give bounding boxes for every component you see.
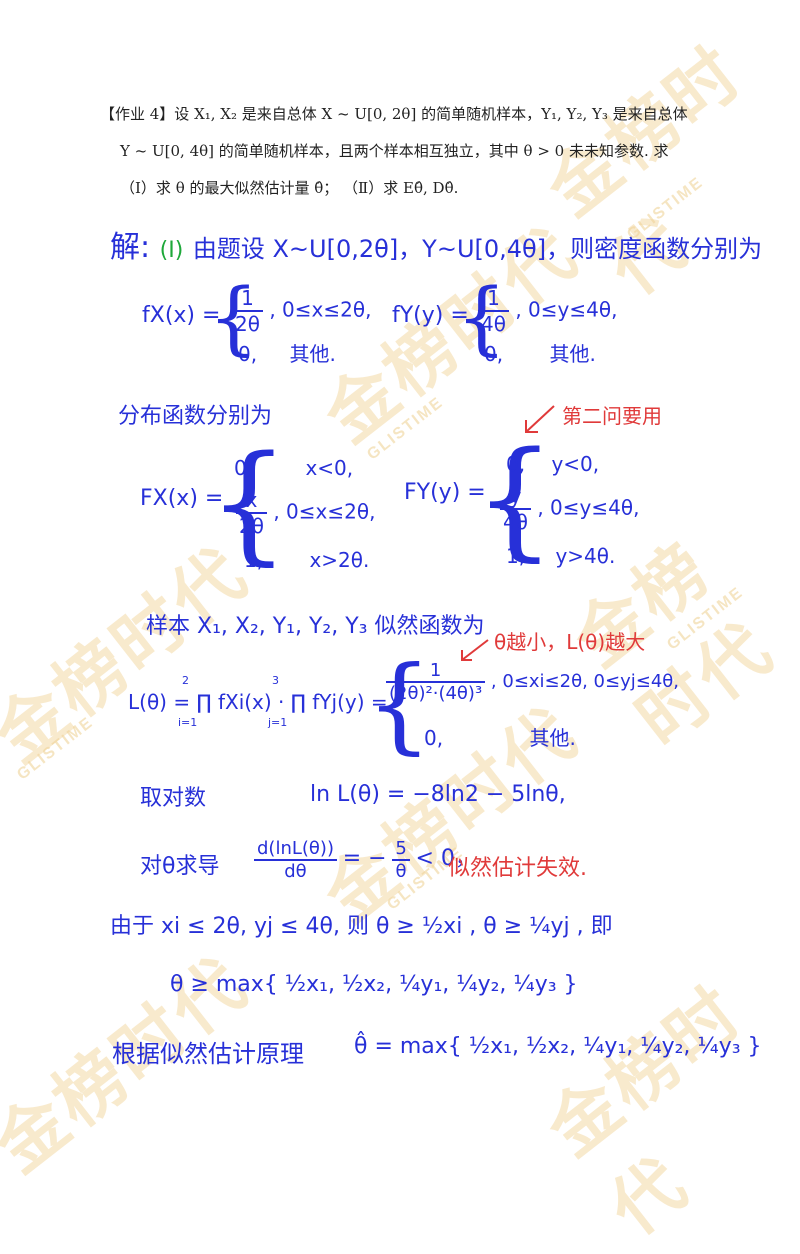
solution-label: 解: (I) 由题设 X~U[0,2θ]，Y~U[0,4θ]，则密度函数分别为 — [110, 222, 762, 266]
fx-frac-num: 1 — [232, 286, 263, 312]
part-label: (I) — [159, 238, 184, 263]
deriv-rhs: < 0， — [415, 846, 477, 871]
L-prod1-bot: i=1 — [178, 716, 198, 729]
deriv-frac-num: d(lnL(θ)) — [254, 838, 337, 861]
L-frac-num: 1 — [386, 660, 486, 683]
Fx-lhs: FX(x) = — [140, 486, 224, 511]
fy-brace: { — [456, 271, 507, 364]
note-theta-arrow — [461, 639, 489, 661]
Fx-case-3-cond: x>2θ. — [309, 548, 370, 572]
Fx-case-2-cond: , 0≤x≤2θ, — [273, 499, 376, 524]
note-theta: θ越小，L(θ)越大 — [494, 630, 646, 654]
L-lhs: L(θ) = ∏ fXi(x) · ∏ fYj(y) = — [128, 690, 388, 714]
note-part2: 第二问要用 — [562, 404, 662, 428]
log-label: 取对数 — [140, 786, 207, 811]
L-case-1-cond: , 0≤xi≤2θ, 0≤yj≤4θ, — [490, 671, 679, 692]
Fy-brace: { — [474, 425, 556, 574]
Fx-case-3: 1, x>2θ. — [244, 548, 369, 572]
fx-case-1: 1 2θ , 0≤x≤2θ, — [232, 286, 371, 336]
fx-case-2: 0, 其他. — [238, 338, 336, 367]
Fx-case-1: 0, x<0, — [234, 456, 353, 480]
L-prod2-bot: j=1 — [268, 716, 288, 729]
dist-heading: 分布函数分别为 — [118, 404, 273, 429]
Fy-lhs: FY(y) = — [404, 480, 486, 505]
problem-line-1: 【作业 4】设 X₁, X₂ 是来自总体 X ~ U[0, 2θ] 的简单随机样… — [100, 105, 688, 123]
fy-case-1-cond: , 0≤y≤4θ, — [515, 297, 618, 322]
Fy-case-2: y 4θ , 0≤y≤4θ, — [500, 484, 639, 534]
L-prod1-top: 2 — [182, 674, 189, 687]
fx-frac: 1 2θ — [232, 286, 263, 336]
deriv-label: 对θ求导 — [140, 854, 220, 879]
Fy-case-3: 1, y>4θ. — [506, 544, 615, 568]
Fx-case-1-cond: x<0, — [305, 456, 354, 480]
watermark-sub: GLISTIME — [664, 583, 747, 654]
conclusion-label: 根据似然估计原理 — [112, 1040, 304, 1068]
fx-frac-den: 2θ — [235, 312, 260, 336]
L-case-2-val: 0, — [424, 726, 444, 750]
deriv-eq-mid: = − — [342, 846, 387, 871]
fx-brace: { — [208, 271, 259, 364]
Fx-frac-den: 2θ — [239, 514, 264, 538]
deriv-rhs-num: 5 — [392, 838, 410, 861]
problem-line-2: Y ~ U[0, 4θ] 的简单随机样本，且两个样本相互独立，其中 θ > 0 … — [120, 142, 669, 160]
log-equation: ln L(θ) = −8ln2 − 5lnθ, — [310, 782, 566, 807]
note-arrow — [525, 405, 555, 433]
deriv-frac: d(lnL(θ)) dθ — [254, 838, 337, 882]
fx-case-1-cond: , 0≤x≤2θ, — [269, 297, 372, 322]
conclusion-equation: θ̂ = max{ ½x₁, ½x₂, ¼y₁, ¼y₂, ¼y₃ } — [354, 1034, 762, 1059]
deriv-expression: d(lnL(θ)) dθ = − 5 θ < 0， — [254, 838, 477, 882]
problem-line-3: （Ⅰ）求 θ 的最大似然估计量 θ̂； （Ⅱ）求 Eθ̂, Dθ̂. — [120, 179, 459, 197]
watermark-sub: GLISTIME — [14, 713, 97, 784]
Fy-case-2-cond: , 0≤y≤4θ, — [537, 495, 640, 520]
Fy-case-1: 0, y<0, — [506, 452, 599, 476]
L-brace: { — [366, 643, 433, 765]
fy-case-2-val: 0, — [484, 342, 504, 366]
note-fail: 似然估计失效. — [448, 856, 587, 881]
solution-label-text: 解: — [110, 230, 151, 265]
Fx-brace: { — [208, 429, 290, 578]
fy-case-1: 1 4θ , 0≤y≤4θ, — [478, 286, 617, 336]
Fx-case-2: x 2θ , 0≤x≤2θ, — [236, 488, 375, 538]
L-prod2-top: 3 — [272, 674, 279, 687]
fy-frac-num: 1 — [478, 286, 509, 312]
fx-case-2-cond: 其他. — [289, 342, 336, 366]
problem-statement: 【作业 4】设 X₁, X₂ 是来自总体 X ~ U[0, 2θ] 的简单随机样… — [100, 96, 740, 207]
Fy-case-1-val: 0, — [506, 452, 526, 476]
fy-case-2: 0, 其他. — [484, 338, 596, 367]
fy-frac-den: 4θ — [481, 312, 506, 336]
likelihood-heading: 样本 X₁, X₂, Y₁, Y₂, Y₃ 似然函数为 — [146, 614, 485, 639]
Fy-frac: y 4θ — [500, 484, 531, 534]
watermark-logo: 金榜时代 — [308, 690, 594, 939]
L-case-2: 0, 其他. — [424, 722, 576, 751]
Fy-frac-num: y — [500, 484, 531, 510]
Fx-frac: x 2θ — [236, 488, 267, 538]
fy-case-2-cond: 其他. — [549, 342, 596, 366]
L-frac: 1 (2θ)²·(4θ)³ — [386, 660, 486, 704]
deriv-rhs-frac: 5 θ — [392, 838, 410, 882]
Fy-case-1-cond: y<0, — [551, 452, 600, 476]
since-line: 由于 xi ≤ 2θ, yj ≤ 4θ, 则 θ ≥ ½xi , θ ≥ ¼yj… — [110, 914, 613, 939]
Fx-case-1-val: 0, — [234, 456, 254, 480]
intro-text: 由题设 X~U[0,2θ]，Y~U[0,4θ]，则密度函数分别为 — [192, 235, 763, 263]
deriv-rhs-den: θ — [395, 861, 407, 882]
Fy-case-3-cond: y>4θ. — [555, 544, 616, 568]
fx-case-2-val: 0, — [238, 342, 258, 366]
L-case-2-cond: 其他. — [529, 726, 576, 750]
fy-lhs: fY(y) = — [392, 303, 469, 328]
Fy-frac-den: 4θ — [503, 510, 528, 534]
L-frac-den: (2θ)²·(4θ)³ — [389, 683, 483, 704]
L-case-1: 1 (2θ)²·(4θ)³ , 0≤xi≤2θ, 0≤yj≤4θ, — [386, 660, 679, 704]
max-line: θ ≥ max{ ½x₁, ½x₂, ¼y₁, ¼y₂, ¼y₃ } — [170, 972, 578, 997]
Fx-frac-num: x — [236, 488, 267, 514]
Fy-case-3-val: 1, — [506, 544, 526, 568]
watermark-sub: GLISTIME — [364, 393, 447, 464]
Fx-case-3-val: 1, — [244, 548, 264, 572]
fy-frac: 1 4θ — [478, 286, 509, 336]
fx-lhs: fX(x) = — [142, 303, 221, 328]
deriv-frac-den: dθ — [284, 861, 307, 882]
